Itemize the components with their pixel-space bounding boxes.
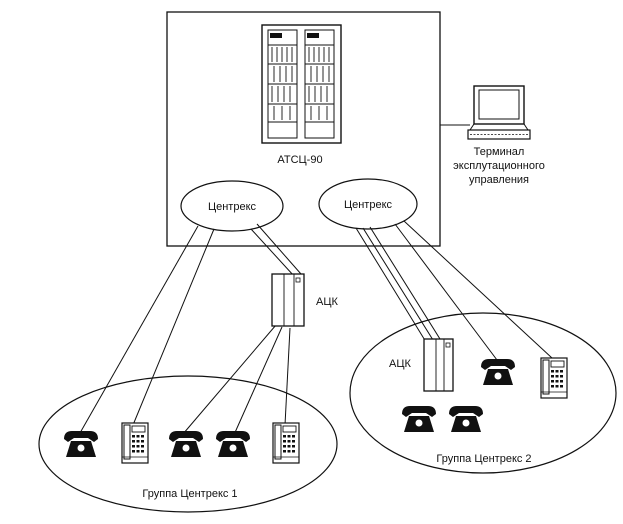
centrex-node-1 [180,180,284,232]
station-label: АТСЦ-90 [277,154,322,166]
group-2-telephone-3 [449,406,483,432]
pbx-1-label: АЦК [316,296,338,308]
centrex-group-1 [38,375,338,513]
pbx-cabinet-1 [271,273,305,327]
group-1-telephone-2 [169,431,203,457]
terminal-label-line-1: Терминал [474,146,525,158]
terminal-label-line-3: управления [469,174,529,186]
connection-lines [79,220,553,438]
pbx-2-label: АЦК [389,358,411,370]
pbx-cabinet-2 [423,338,454,392]
terminal-label-line-2: эксплутационного [453,160,545,172]
switch-rack-icon [261,24,342,144]
centrex-node-1-label: Центрекс [208,201,257,213]
group-1-keypad-phone-2 [272,422,300,464]
computer-terminal-icon [467,85,531,140]
group-2-telephone-2 [402,406,436,432]
centrex-node-2-label: Центрекс [344,199,393,211]
centrex-group-2 [349,312,617,474]
group-1-keypad-phone-1 [121,422,149,464]
group-1-telephone-3 [216,431,250,457]
group-2-telephone-1 [481,359,515,385]
centrex-node-2 [318,178,418,230]
centrex-group-2-label: Группа Центрекс 2 [436,453,531,465]
centrex-group-1-label: Группа Центрекс 1 [142,488,237,500]
group-2-keypad-phone-1 [540,357,568,399]
group-1-telephone-1 [64,431,98,457]
